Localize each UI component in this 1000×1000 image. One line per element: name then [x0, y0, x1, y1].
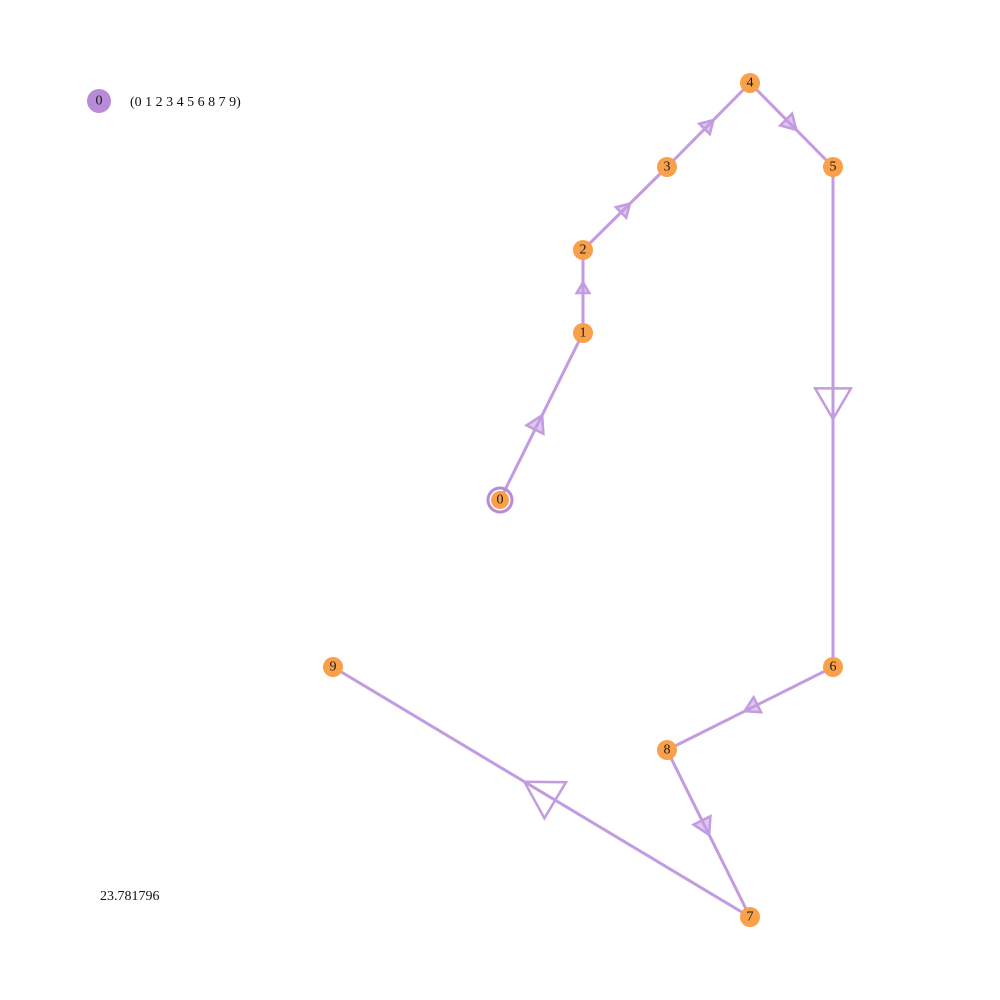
- node-label-4: 4: [747, 76, 754, 91]
- legend-route-id: 0: [96, 94, 103, 109]
- node-6: 6: [823, 657, 843, 677]
- route-arrow-7-9: [522, 780, 569, 821]
- node-label-7: 7: [747, 910, 754, 925]
- depot-ring: [486, 486, 514, 514]
- legend: 0 (0 1 2 3 4 5 6 8 7 9): [87, 89, 241, 113]
- node-1: 1: [573, 323, 593, 343]
- legend-sequence: (0 1 2 3 4 5 6 8 7 9): [130, 95, 241, 110]
- route-arrow-3-4: [696, 118, 716, 137]
- node-circle-5: [823, 157, 843, 177]
- node-label-9: 9: [330, 660, 337, 675]
- node-9: 9: [323, 657, 343, 677]
- route-arrow-5-6: [812, 387, 854, 422]
- node-5: 5: [823, 157, 843, 177]
- node-circle-8: [657, 740, 677, 760]
- route-arrow-2-3: [613, 201, 632, 221]
- node-label-0: 0: [497, 493, 504, 508]
- route-edges: [332, 81, 835, 919]
- node-label-5: 5: [830, 160, 837, 175]
- node-circle-1: [573, 323, 593, 343]
- node-label-2: 2: [580, 243, 587, 258]
- node-7: 7: [740, 907, 760, 927]
- node-circle-9: [323, 657, 343, 677]
- route-arrows: [522, 111, 854, 838]
- legend-route-dot: [87, 89, 111, 113]
- node-4: 4: [740, 73, 760, 93]
- node-label-1: 1: [580, 326, 587, 341]
- node-circle-4: [740, 73, 760, 93]
- node-8: 8: [657, 740, 677, 760]
- total-cost-value: 23.781796: [100, 889, 160, 904]
- node-label-6: 6: [830, 660, 837, 675]
- node-2: 2: [573, 240, 593, 260]
- node-circle-0: [491, 491, 509, 509]
- node-circle-6: [823, 657, 843, 677]
- route-arrow-0-1: [523, 412, 545, 436]
- route-arrow-1-2: [574, 279, 592, 295]
- node-label-8: 8: [664, 743, 671, 758]
- route-arrow-8-7: [690, 814, 712, 838]
- route-edge-7-9: [332, 665, 751, 919]
- node-circle-7: [740, 907, 760, 927]
- route-arrow-4-5: [777, 111, 799, 132]
- node-circle-2: [573, 240, 593, 260]
- node-circle-3: [657, 157, 677, 177]
- route-arrow-6-8: [742, 694, 764, 714]
- node-label-3: 3: [664, 160, 671, 175]
- node-3: 3: [657, 157, 677, 177]
- route-nodes: 0 1 2 3 4 5 6 7 8 9: [323, 73, 843, 927]
- node-0: 0: [486, 486, 514, 514]
